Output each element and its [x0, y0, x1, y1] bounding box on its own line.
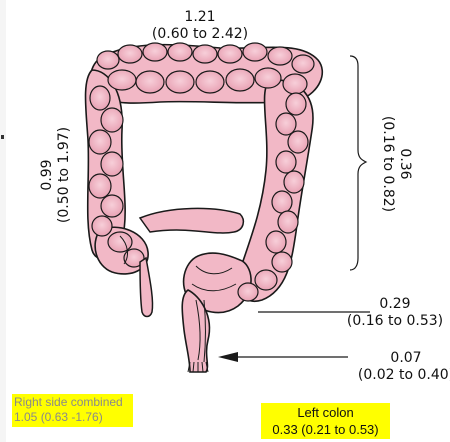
right-side-combined-highlight: Right side combined 1.05 (0.63 -1.76): [12, 394, 133, 427]
rectum-ci: (0.02 to 0.40): [352, 367, 450, 384]
descending-ci: (0.16 to 0.82): [379, 116, 396, 212]
sigmoid-value: 0.29: [340, 296, 450, 313]
sigmoid-colon-label: 0.29 (0.16 to 0.53): [340, 296, 450, 330]
transverse-ci: (0.60 to 2.42): [140, 26, 260, 43]
transverse-colon-label: 1.21 (0.60 to 2.42): [140, 9, 260, 43]
descending-colon-label: 0.36 (0.16 to 0.82): [379, 116, 413, 212]
left-colon-highlight: Left colon 0.33 (0.21 to 0.53): [261, 403, 390, 439]
rectum-value: 0.07: [352, 350, 450, 367]
right-side-combined-value: 1.05 (0.63 -1.76): [14, 410, 131, 425]
ascending-colon-label: 0.99 (0.50 to 1.97): [39, 127, 73, 223]
left-colon-label: Left colon: [261, 404, 390, 421]
right-side-combined-label: Right side combined: [14, 395, 131, 410]
sigmoid-ci: (0.16 to 0.53): [340, 313, 450, 330]
descending-bracket: [350, 56, 366, 270]
ascending-ci: (0.50 to 1.97): [56, 127, 73, 223]
transverse-value: 1.21: [140, 9, 260, 26]
rectum-label: 0.07 (0.02 to 0.40): [352, 350, 450, 384]
descending-value: 0.36: [396, 116, 413, 212]
rectum-arrow: [218, 352, 348, 362]
left-colon-value: 0.33 (0.21 to 0.53): [261, 421, 390, 438]
ascending-value: 0.99: [39, 127, 56, 223]
